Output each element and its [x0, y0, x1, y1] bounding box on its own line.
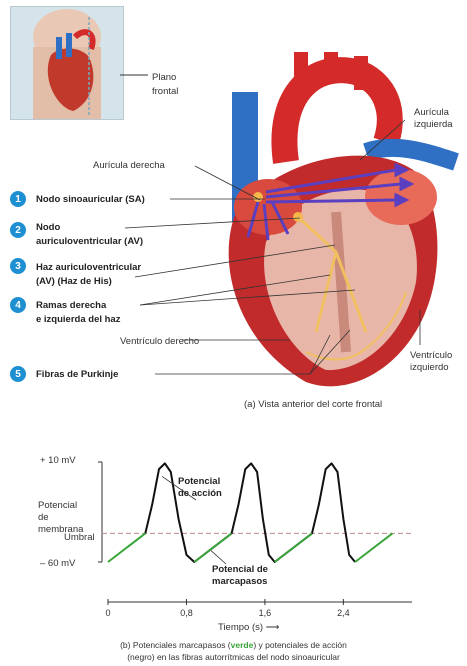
badge-3: 3 — [10, 258, 26, 274]
label-auricula-izquierda-1: Aurícula — [414, 107, 449, 119]
caption-a: (a) Vista anterior del corte frontal — [244, 399, 382, 411]
label-auricula-izquierda-2: izquierda — [414, 119, 453, 131]
badge-5: 5 — [10, 366, 26, 382]
x-tick-label: 1,6 — [259, 608, 272, 618]
item-1-label: Nodo sinoauricular (SA) — [36, 194, 145, 206]
x-tick-label: 2,4 — [337, 608, 350, 618]
x-tick-label: 0,8 — [180, 608, 193, 618]
item-4-label-1: Ramas derecha — [36, 300, 106, 312]
pacemaker-segment — [355, 533, 392, 562]
pointer-pacemaker — [211, 551, 226, 564]
x-tick-label: 0 — [105, 608, 110, 618]
item-2-label-2: auriculoventricular (AV) — [36, 236, 143, 248]
inset-label-line2: frontal — [152, 86, 178, 98]
pointer-action — [162, 476, 196, 500]
pacemaker-segment — [194, 533, 231, 562]
pacemaker-segment — [108, 533, 145, 562]
item-2-label-1: Nodo — [36, 222, 60, 234]
inset-label-line1: Plano — [152, 72, 176, 84]
inset-heart-illustration — [10, 6, 124, 120]
x-axis-label: Tiempo (s) ⟶ — [218, 622, 279, 634]
item-3-label-1: Haz auriculoventricular — [36, 262, 141, 274]
caption-b-line2: (negro) en las fibras autorrítmicas del … — [0, 652, 467, 663]
membrane-potential-chart: 0 0,8 1,6 2,4 — [0, 440, 467, 630]
item-5-label: Fibras de Purkinje — [36, 369, 118, 381]
label-ventriculo-derecho: Ventrículo derecho — [120, 336, 199, 348]
caption-b-line1: (b) Potenciales marcapasos (verde) y pot… — [0, 640, 467, 651]
arrow-right-icon: ⟶ — [266, 622, 280, 633]
label-ventriculo-izquierdo-2: izquierdo — [410, 362, 449, 374]
badge-1: 1 — [10, 191, 26, 207]
label-auricula-derecha: Aurícula derecha — [93, 160, 165, 172]
badge-2: 2 — [10, 222, 26, 238]
label-ventriculo-izquierdo-1: Ventrículo — [410, 350, 452, 362]
pacemaker-segment — [275, 533, 312, 562]
action-potential-line — [145, 463, 355, 562]
badge-4: 4 — [10, 297, 26, 313]
item-4-label-2: e izquierda del haz — [36, 314, 120, 326]
heart-illustration — [196, 52, 467, 392]
item-3-label-2: (AV) (Haz de His) — [36, 276, 112, 288]
